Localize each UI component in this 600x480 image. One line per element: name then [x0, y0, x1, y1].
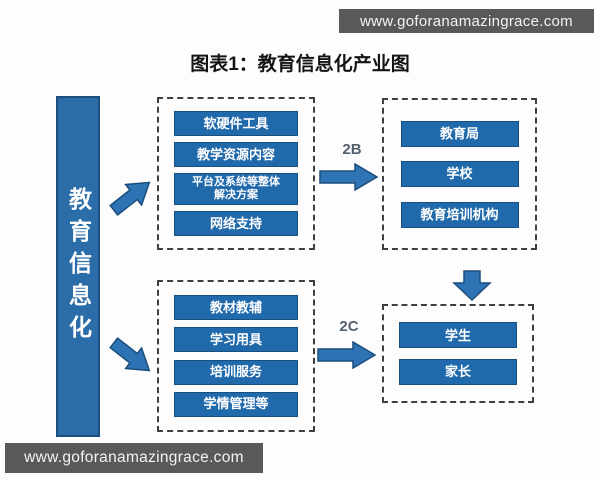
node-schools: 学校: [400, 161, 519, 187]
node-network-support: 网络支持: [174, 211, 298, 236]
node-platform-system-solutions: 平台及系统等整体 解决方案: [174, 173, 298, 205]
arrow-right-2b-icon: [319, 163, 379, 191]
node-training-services: 培训服务: [174, 359, 298, 385]
root-node-label: 教育信息化: [65, 186, 92, 347]
group-b2c-demand: 学生 家长: [382, 304, 534, 403]
edge-label-2b: 2B: [342, 141, 362, 158]
group-b2b-demand: 教育局 学校 教育培训机构: [382, 98, 537, 250]
watermark-bar-top: www.goforanamazingrace.com: [339, 9, 594, 33]
group-b2c-supply: 教材教辅 学习用具 培训服务 学情管理等: [157, 280, 315, 432]
node-students: 学生: [399, 322, 517, 349]
watermark-bar-bottom: www.goforanamazingrace.com: [5, 443, 263, 473]
page-title: 图表1：教育信息化产业图: [190, 54, 410, 75]
arrow-down-icon: [452, 270, 492, 302]
node-parents: 家长: [399, 358, 517, 385]
node-education-training-institutions: 教育培训机构: [400, 201, 519, 228]
node-learning-tools: 学习用具: [174, 327, 298, 353]
node-teaching-resource-content: 教学资源内容: [174, 142, 298, 167]
node-software-hardware-tools: 软硬件工具: [174, 111, 298, 136]
arrow-up-right-icon: [104, 170, 159, 222]
node-textbooks-teaching-aids: 教材教辅: [174, 295, 298, 321]
edge-label-2c: 2C: [339, 318, 359, 335]
root-node-education-informatization: 教育信息化: [56, 96, 100, 437]
group-b2b-supply: 软硬件工具 教学资源内容 平台及系统等整体 解决方案 网络支持: [157, 97, 315, 250]
arrow-down-right-icon: [104, 331, 159, 383]
node-education-bureau: 教育局: [400, 120, 519, 147]
node-learning-management: 学情管理等: [174, 391, 298, 417]
watermark-url-bottom: www.goforanamazingrace.com: [24, 449, 244, 466]
arrow-right-2c-icon: [317, 341, 377, 369]
watermark-url-top: www.goforanamazingrace.com: [360, 12, 573, 30]
